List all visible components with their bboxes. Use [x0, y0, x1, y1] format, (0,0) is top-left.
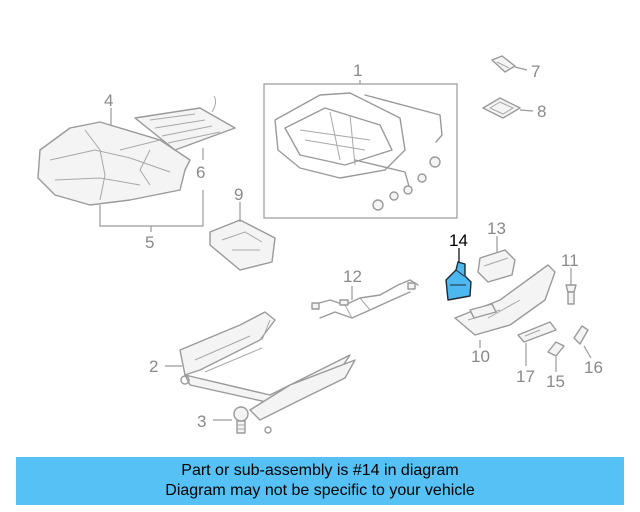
part-1-frame-box: [263, 83, 458, 219]
callout-11: 11: [561, 251, 579, 270]
callout-2: 2: [149, 357, 158, 376]
seat-cushion-pad-part: [37, 121, 191, 206]
callout-7-leader: [514, 66, 528, 71]
callout-14-highlighted: 14: [449, 231, 468, 250]
banner-line-2: Diagram may not be specific to your vehi…: [165, 482, 475, 499]
banner-line-1: Part or sub-assembly is #14 in diagram: [181, 462, 459, 479]
switch-panel-part-9: [209, 219, 276, 271]
callout-4: 4: [104, 91, 113, 110]
callout-7: 7: [531, 62, 540, 81]
callout-17: 17: [516, 367, 535, 386]
callout-1: 1: [353, 61, 362, 80]
callout-16: 16: [584, 358, 603, 377]
screw-part-11: [565, 284, 577, 305]
side-trim-cover-part-10: [454, 264, 556, 336]
cover-plate-part-8: [482, 97, 521, 119]
highlighted-part-14: [445, 261, 472, 301]
callout-12: 12: [343, 267, 362, 286]
seat-heater-element-part: [134, 95, 236, 151]
seat-frame-part: [274, 92, 443, 211]
callout-6: 6: [196, 163, 205, 182]
callout-13: 13: [487, 219, 506, 238]
knob-part-17: [517, 321, 557, 343]
callout-15: 15: [546, 372, 565, 391]
module-part-13: [477, 249, 516, 283]
callout-16-leader: [583, 345, 592, 359]
lever-part-16: [573, 325, 589, 345]
callout-8: 8: [537, 102, 546, 121]
seat-track-part-2: [179, 311, 356, 434]
cap-part-15: [547, 341, 565, 357]
clip-part-7: [491, 55, 516, 73]
wiring-harness-part-12: [311, 279, 419, 319]
info-banner: Part or sub-assembly is #14 in diagram D…: [16, 457, 624, 505]
callout-9: 9: [234, 185, 243, 204]
callout-3: 3: [197, 412, 206, 431]
callout-8-leader: [519, 109, 534, 112]
bolt-part-3: [233, 406, 249, 434]
callout-10: 10: [471, 347, 490, 366]
callout-5: 5: [145, 233, 154, 252]
